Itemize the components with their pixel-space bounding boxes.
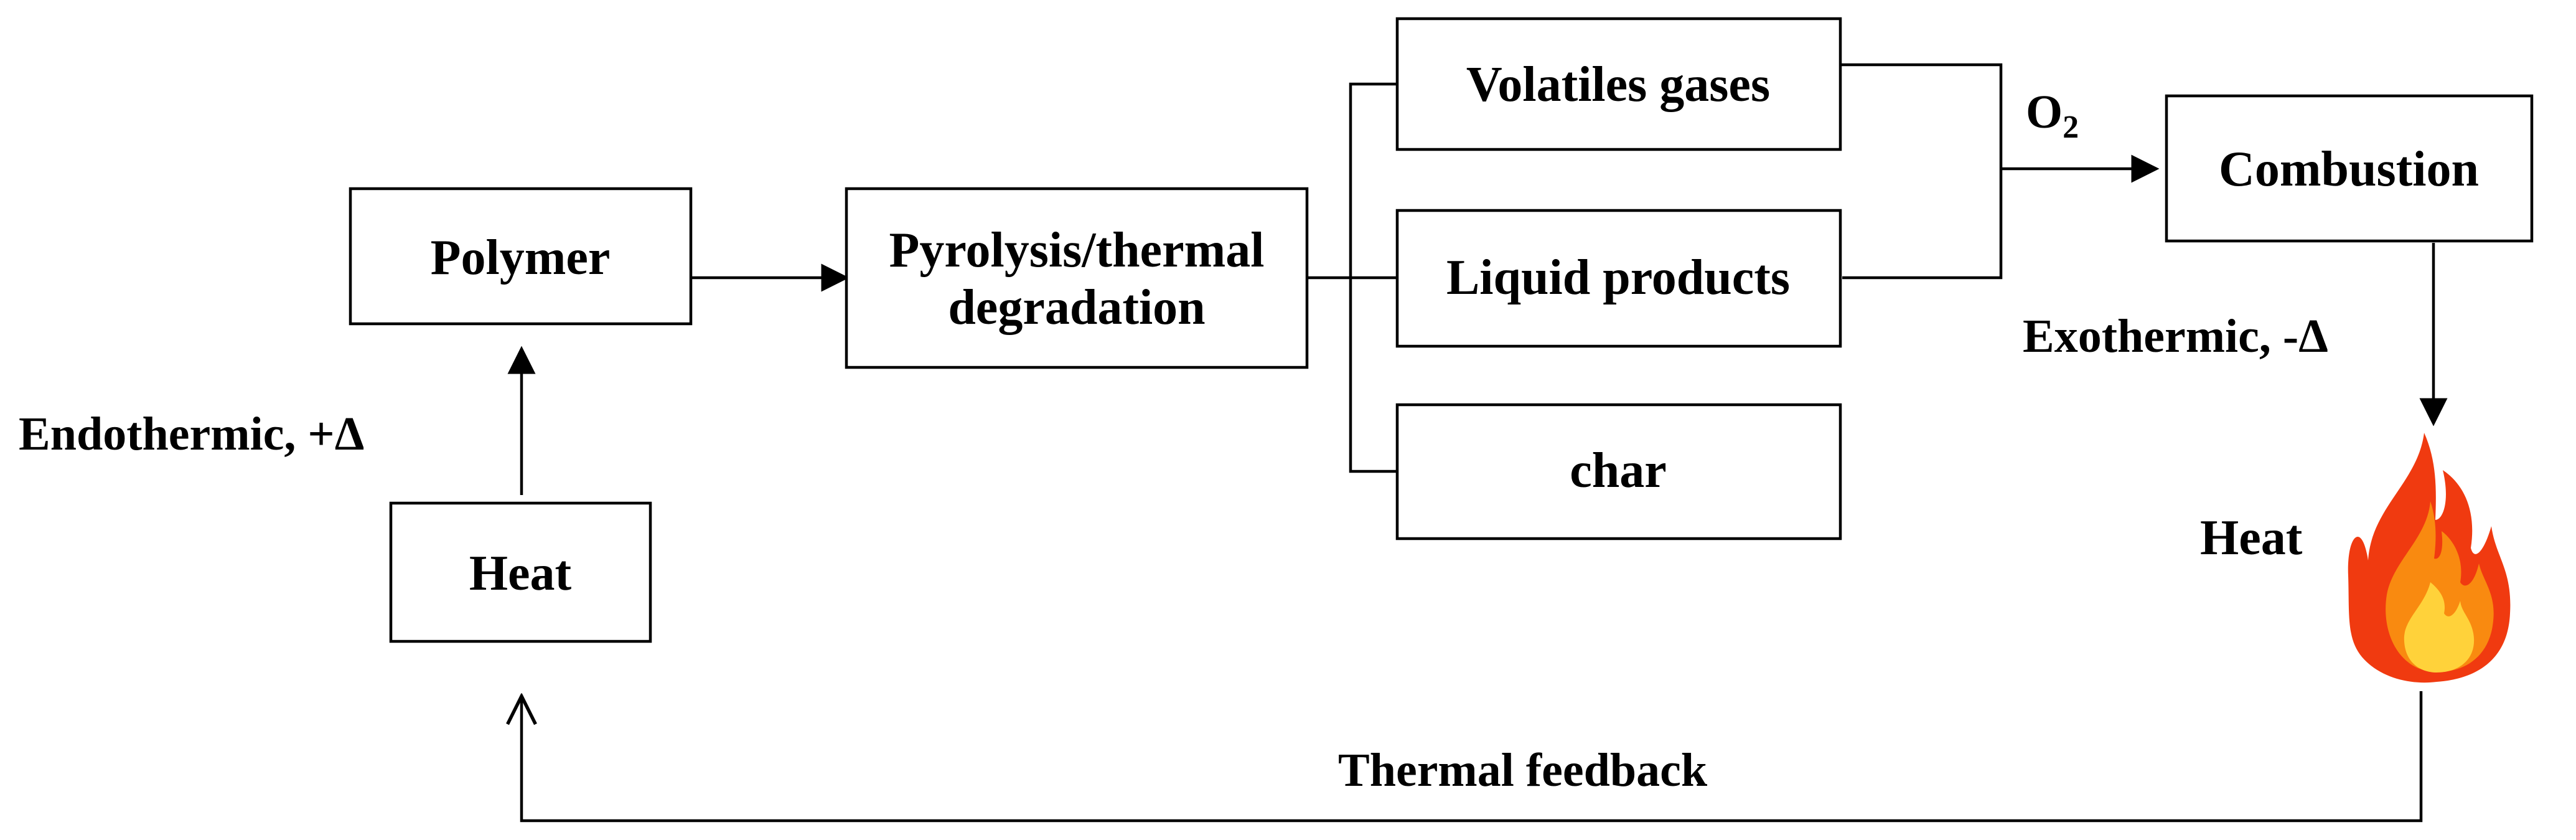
flame-icon <box>2348 433 2511 683</box>
liquid-products-label: Liquid products <box>1446 250 1790 305</box>
products-branch-bracket <box>1349 82 1397 473</box>
pyrolysis-label-line2: degradation <box>948 280 1205 335</box>
volatiles-label: Volatiles gases <box>1466 57 1770 112</box>
heat-source-box <box>389 501 652 643</box>
oxygen-label: O2 <box>2026 86 2079 145</box>
volatiles-box <box>1395 17 1842 151</box>
pyrolysis-box <box>845 187 1309 369</box>
liquid-products-box <box>1395 209 1842 348</box>
char-label: char <box>1570 443 1667 498</box>
oxygen-label-main: O <box>2026 86 2063 138</box>
heat-flame-label: Heat <box>2200 511 2303 565</box>
combustion-box <box>2165 94 2534 243</box>
heat-source-label: Heat <box>469 546 572 601</box>
flame-inner <box>2404 582 2475 672</box>
char-box <box>1395 403 1842 540</box>
oxygen-label-subscript: 2 <box>2063 110 2079 145</box>
polymer-box <box>349 187 693 326</box>
pyrolysis-label-line1: Pyrolysis/thermal <box>889 223 1265 278</box>
volatiles-to-combine-line <box>1833 63 2003 280</box>
thermal-feedback-loop <box>522 691 2423 823</box>
endothermic-label: Endothermic, +Δ <box>19 408 364 460</box>
polymer-label: Polymer <box>431 230 611 285</box>
combustion-label: Combustion <box>2219 142 2479 197</box>
exothermic-label: Exothermic, -Δ <box>2023 310 2328 362</box>
thermal-feedback-label: Thermal feedback <box>1338 744 1708 796</box>
